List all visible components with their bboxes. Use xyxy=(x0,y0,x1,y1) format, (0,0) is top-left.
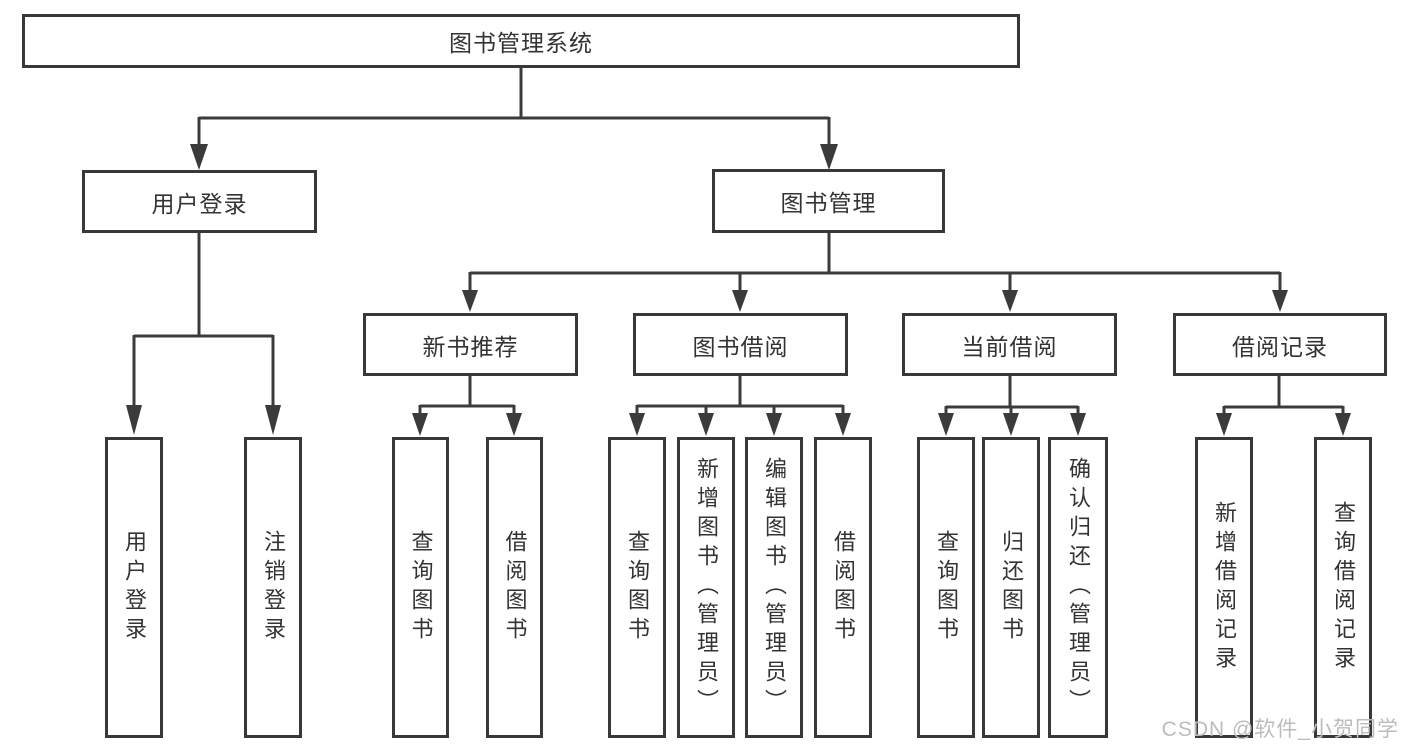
arrow-down-icon xyxy=(1003,413,1019,436)
arrow-down-icon xyxy=(265,405,281,435)
arrow-down-icon xyxy=(698,413,714,436)
arrow-down-icon xyxy=(1272,290,1288,312)
arrow-down-icon xyxy=(1335,413,1351,436)
leaf-borrow-books-recommend: 借阅图书 xyxy=(486,437,543,738)
arrow-down-icon xyxy=(1216,413,1232,436)
arrow-down-icon xyxy=(412,413,428,436)
leaf-add-books-admin: 新增图书（管理员） xyxy=(677,437,735,738)
node-new-book-recommend: 新书推荐 xyxy=(363,313,578,376)
arrow-down-icon xyxy=(766,413,782,436)
leaf-edit-books-admin: 编辑图书（管理员） xyxy=(745,437,803,738)
arrow-down-icon xyxy=(732,290,748,312)
arrow-down-icon xyxy=(462,290,478,312)
arrow-down-icon xyxy=(506,413,522,436)
arrow-down-icon xyxy=(629,413,645,436)
arrow-down-icon xyxy=(1070,413,1086,436)
node-library-system: 图书管理系统 xyxy=(22,14,1020,68)
leaf-borrow-books: 借阅图书 xyxy=(814,437,872,738)
arrow-down-icon xyxy=(126,405,142,435)
leaf-query-books-current: 查询图书 xyxy=(917,437,975,738)
node-borrow-records: 借阅记录 xyxy=(1173,313,1387,376)
arrow-down-icon xyxy=(190,144,208,170)
leaf-user-login: 用户登录 xyxy=(105,437,163,738)
node-book-borrow: 图书借阅 xyxy=(633,313,848,376)
leaf-return-books: 归还图书 xyxy=(982,437,1040,738)
leaf-query-books-borrow: 查询图书 xyxy=(608,437,666,738)
leaf-query-books-recommend: 查询图书 xyxy=(392,437,449,738)
arrow-down-icon xyxy=(938,413,954,436)
leaf-query-borrow-record: 查询借阅记录 xyxy=(1314,437,1372,738)
arrow-down-icon xyxy=(820,144,838,170)
arrow-down-icon xyxy=(1002,290,1018,312)
node-current-borrow: 当前借阅 xyxy=(902,313,1117,376)
node-book-management: 图书管理 xyxy=(712,169,945,233)
leaf-confirm-return-admin: 确认归还（管理员） xyxy=(1048,437,1108,738)
watermark: CSDN @软件_小贺同学 xyxy=(1161,718,1399,741)
leaf-logout: 注销登录 xyxy=(244,437,302,738)
node-user-login: 用户登录 xyxy=(82,170,317,233)
arrow-down-icon xyxy=(835,413,851,436)
leaf-add-borrow-record: 新增借阅记录 xyxy=(1195,437,1253,738)
